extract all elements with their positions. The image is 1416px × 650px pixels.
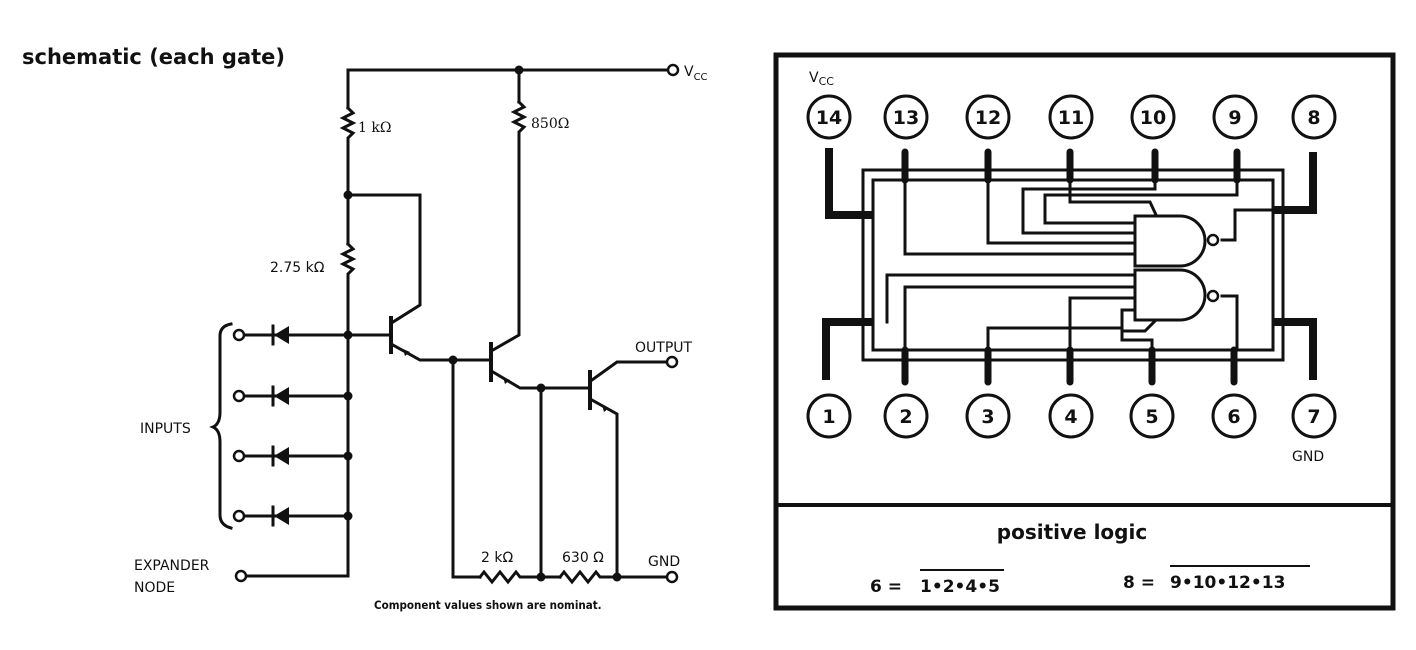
component-note: Component values shown are nominat. [374, 598, 602, 612]
svg-text:4: 4 [1064, 406, 1077, 428]
diode-icon [271, 505, 289, 527]
expander-terminal [234, 569, 248, 583]
svg-text:7: 7 [1307, 406, 1320, 428]
svg-text:11: 11 [1058, 107, 1084, 129]
svg-text:6: 6 [1227, 406, 1240, 428]
top-pin-leads [825, 148, 1317, 219]
gnd-label: GND [648, 554, 680, 570]
junction-dots [343, 65, 622, 582]
transistor-arrows [403, 349, 609, 412]
pin-13: 13 [883, 94, 929, 140]
diode-icon [271, 445, 289, 467]
inverter-bubble-icon [1206, 289, 1220, 303]
input-terminal [232, 328, 246, 342]
pin-11: 11 [1048, 94, 1094, 140]
resistor-1k-label: 1 kΩ [358, 120, 391, 136]
pin-2: 2 [883, 393, 929, 439]
nand-gate-upper [1133, 214, 1220, 268]
dip-package [861, 168, 1285, 362]
pin-14: 14 [806, 94, 852, 140]
pin-10: 10 [1130, 94, 1176, 140]
resistor-2-75k-label: 2.75 kΩ [270, 260, 325, 276]
svg-text:14: 14 [816, 107, 842, 129]
svg-text:8: 8 [1307, 107, 1320, 129]
svg-text:3: 3 [981, 406, 994, 428]
positive-logic-title: positive logic [997, 520, 1147, 544]
bottom-pins: 1 2 3 4 5 6 7 [806, 393, 1337, 439]
input-diodes [271, 324, 289, 527]
inverter-bubble-icon [1206, 233, 1220, 247]
inputs-label: INPUTS [140, 421, 191, 437]
pin-5: 5 [1129, 393, 1175, 439]
terminals [232, 63, 680, 584]
equation-1-lhs: 6 = [870, 577, 902, 597]
pin-8: 8 [1291, 94, 1337, 140]
diode-icon [271, 385, 289, 407]
svg-text:12: 12 [975, 107, 1001, 129]
pinout-vcc-label: VCC [809, 70, 834, 88]
pin-12: 12 [965, 94, 1011, 140]
pin-4: 4 [1048, 393, 1094, 439]
input-terminal [232, 509, 246, 523]
vcc-label: VCC [684, 64, 708, 83]
pin-3: 3 [965, 393, 1011, 439]
resistor-850-label: 850Ω [531, 116, 569, 132]
resistor-2k-label: 2 kΩ [481, 550, 513, 566]
svg-text:13: 13 [893, 107, 919, 129]
equation-2-rhs: 9•10•12•13 [1170, 573, 1285, 593]
top-pins: 14 13 12 11 10 9 8 [806, 94, 1337, 140]
svg-text:5: 5 [1145, 406, 1158, 428]
node-label: NODE [134, 580, 175, 596]
equation-2-lhs: 8 = [1123, 573, 1155, 593]
nand-gate-lower [1133, 268, 1220, 322]
pin-1: 1 [806, 393, 852, 439]
svg-text:10: 10 [1140, 107, 1166, 129]
expander-label: EXPANDER [134, 558, 210, 574]
equation-1-rhs: 1•2•4•5 [920, 577, 1000, 597]
svg-text:9: 9 [1228, 107, 1241, 129]
pinout-frame [773, 52, 1396, 611]
schematic-wires [242, 68, 669, 585]
pin-6: 6 [1211, 393, 1257, 439]
svg-text:2: 2 [899, 406, 912, 428]
resistor-630-label: 630 Ω [562, 550, 604, 566]
output-label: OUTPUT [635, 340, 693, 356]
pin-9: 9 [1212, 94, 1258, 140]
pin-7: 7 [1291, 393, 1337, 439]
vcc-terminal [666, 63, 680, 77]
internal-wiring [885, 178, 1275, 352]
pinout-gnd-label: GND [1292, 449, 1324, 465]
bottom-pin-leads [822, 318, 1317, 386]
input-terminal [232, 389, 246, 403]
diode-icon [271, 324, 289, 346]
inputs-brace [209, 322, 233, 530]
input-terminal [232, 449, 246, 463]
output-terminal [665, 355, 679, 369]
schematic-title: schematic (each gate) [22, 45, 285, 69]
gnd-terminal [665, 570, 679, 584]
svg-text:1: 1 [822, 406, 835, 428]
